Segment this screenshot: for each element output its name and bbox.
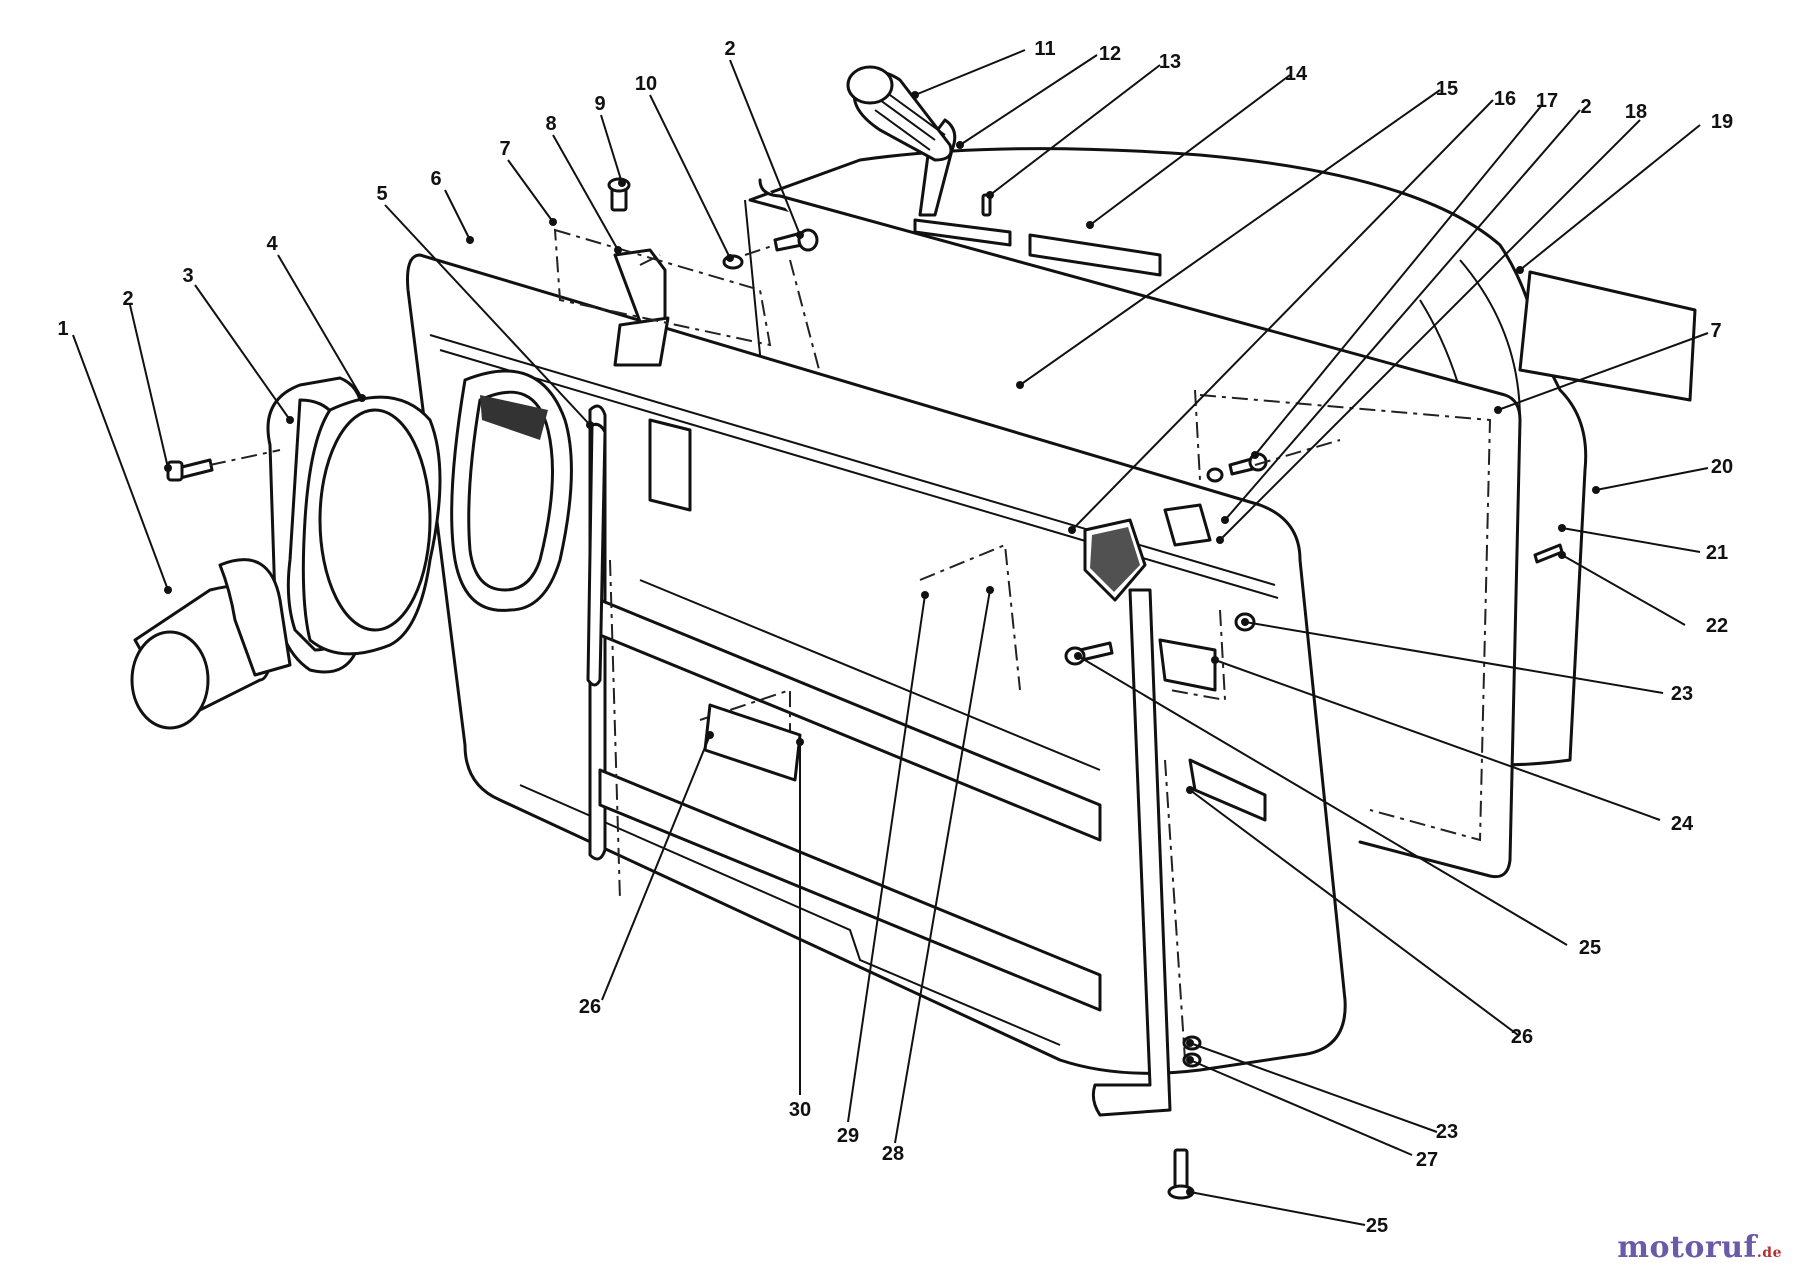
hinge-block	[1163, 503, 1212, 547]
callout-25: 25	[1579, 937, 1601, 959]
callout-18: 18	[1625, 101, 1647, 123]
leader-dots	[164, 91, 1600, 1196]
callout-3: 3	[182, 265, 193, 287]
callout-numbers: 1 2 3 4 5 6 7 8 9 10 2 11 12 13 14 15 16…	[57, 38, 1733, 1237]
right-support	[1091, 588, 1267, 1117]
callout-2-right: 2	[1580, 96, 1591, 118]
callout-24: 24	[1671, 813, 1694, 835]
hidden-line-bolt2	[744, 244, 776, 256]
hidden-line-bolt	[639, 254, 661, 266]
callout-6: 6	[430, 168, 441, 190]
hidden-line-right	[1254, 439, 1341, 466]
chute-opening-frame	[450, 369, 573, 612]
callout-2-top: 2	[724, 38, 735, 60]
vent-screen-mesh	[1090, 527, 1140, 592]
decal-plate	[1028, 233, 1162, 277]
bolt-2-top	[773, 228, 819, 252]
callout-28: 28	[882, 1143, 904, 1165]
callout-14: 14	[1285, 63, 1308, 85]
callout-2: 2	[122, 288, 133, 310]
bolt-25-lower	[1167, 1148, 1195, 1200]
panel-window	[648, 418, 692, 512]
watermark-text: motoruf	[1617, 1230, 1757, 1265]
callout-21: 21	[1706, 542, 1728, 564]
callout-25-lower: 25	[1366, 1215, 1388, 1237]
latch-bracket	[553, 228, 772, 367]
callout-27: 27	[1416, 1149, 1438, 1171]
hidden-line-upper	[209, 449, 281, 466]
callout-7-right: 7	[1710, 320, 1721, 342]
bolt-2-left	[166, 458, 214, 482]
callout-10: 10	[635, 73, 657, 95]
callout-26-left: 26	[579, 996, 601, 1018]
callout-9: 9	[594, 93, 605, 115]
callout-22: 22	[1706, 615, 1728, 637]
callout-11: 11	[1034, 38, 1055, 60]
callout-23: 23	[1671, 683, 1693, 705]
watermark-suffix: .de	[1756, 1245, 1782, 1261]
callout-8: 8	[545, 113, 556, 135]
handle	[846, 65, 1012, 247]
callout-16: 16	[1494, 88, 1516, 110]
chute-gasket	[301, 395, 442, 656]
callout-29: 29	[837, 1125, 859, 1147]
callout-26-right: 26	[1511, 1026, 1533, 1048]
callout-23-lower: 23	[1436, 1121, 1458, 1143]
callout-20: 20	[1711, 456, 1733, 478]
latch-rod	[586, 422, 607, 687]
chute-collar	[130, 558, 292, 730]
bag-tag	[1518, 270, 1697, 402]
leader-lines	[72, 49, 1709, 1226]
watermark-logo: motoruf.de	[1617, 1230, 1782, 1265]
callout-4: 4	[266, 233, 278, 255]
callout-30: 30	[789, 1099, 811, 1121]
callout-15: 15	[1436, 78, 1458, 100]
callout-17: 17	[1536, 90, 1558, 112]
callout-5: 5	[376, 183, 387, 205]
callout-7: 7	[499, 138, 510, 160]
callout-1: 1	[57, 318, 68, 340]
callout-19: 19	[1711, 111, 1733, 133]
callout-13: 13	[1159, 51, 1181, 73]
callout-12: 12	[1099, 43, 1121, 65]
